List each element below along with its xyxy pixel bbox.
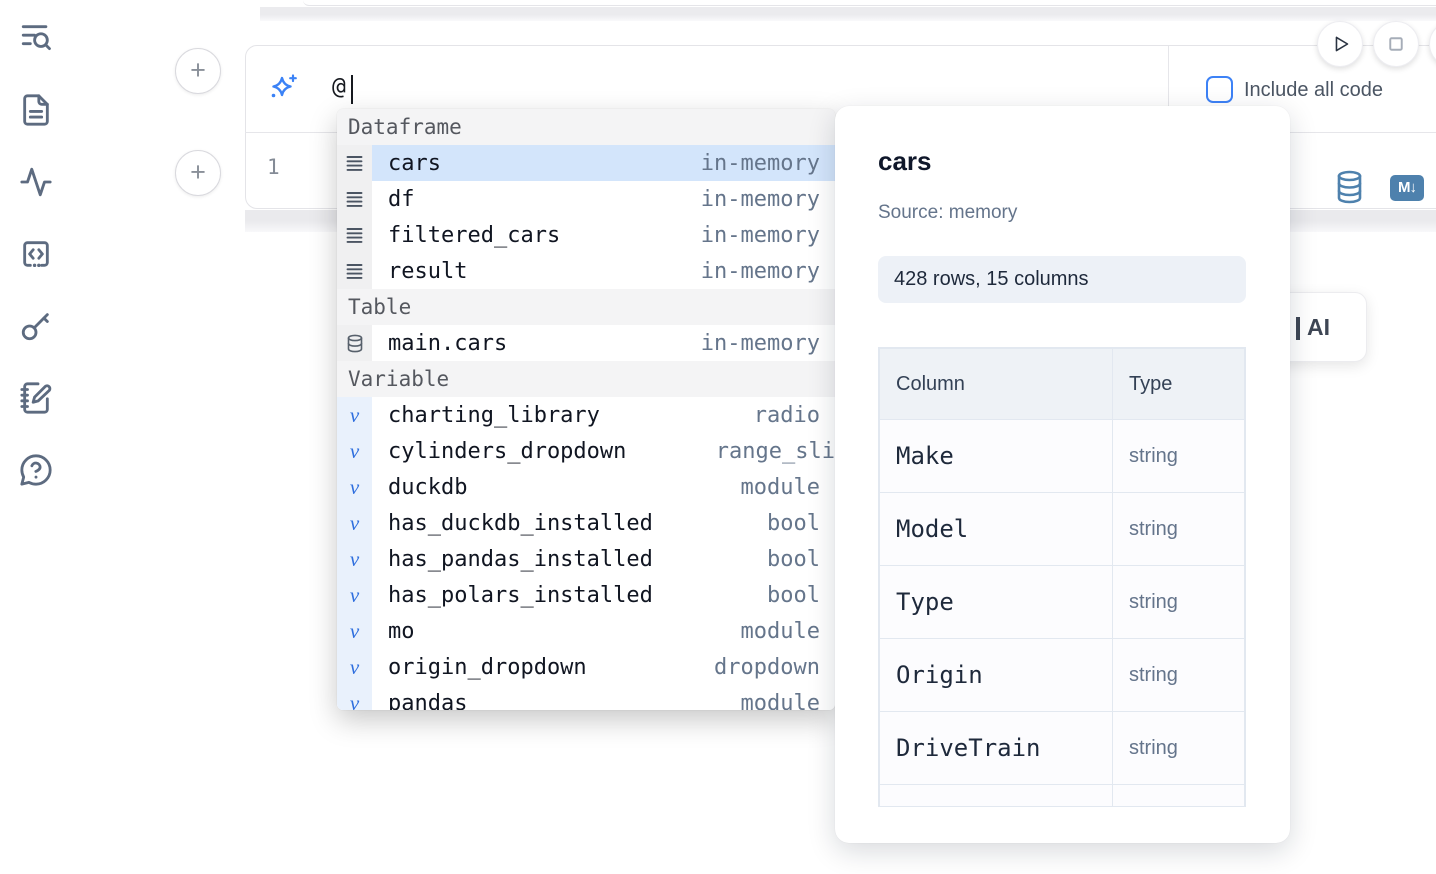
clipped-text-fragment	[1296, 317, 1300, 340]
text-caret	[351, 75, 353, 104]
key-icon[interactable]	[19, 309, 53, 343]
include-all-code-checkbox[interactable]	[1206, 76, 1233, 103]
line-number: 1	[267, 155, 280, 179]
markdown-icon[interactable]: M↓	[1390, 175, 1424, 201]
completion-section-header: Dataframe	[337, 109, 835, 145]
dataframe-rows-icon	[337, 253, 372, 289]
preview-title: cars	[878, 146, 932, 176]
ai-prompt-input[interactable]: @	[332, 74, 346, 100]
previous-cell-edge	[303, 0, 1436, 6]
document-icon[interactable]	[19, 93, 53, 127]
completion-section-header: Variable	[337, 361, 835, 397]
dataframe-rows-icon	[337, 217, 372, 253]
include-all-code-label: Include all code	[1244, 79, 1383, 101]
database-icon[interactable]	[1336, 170, 1363, 204]
dataframe-rows-icon	[337, 181, 372, 217]
play-icon	[1335, 36, 1349, 52]
dataframe-rows-icon	[337, 145, 372, 181]
variable-icon: v	[337, 433, 372, 469]
table-header-row: Column Type	[879, 348, 1245, 420]
variable-icon: v	[337, 685, 372, 710]
preview-shape-badge: 428 rows, 15 columns	[878, 256, 1246, 303]
table-row: Model string	[879, 492, 1245, 566]
ai-sparkles-icon	[267, 73, 299, 105]
variable-icon: v	[337, 469, 372, 505]
table-row: Type string	[879, 565, 1245, 639]
table-row: Origin string	[879, 638, 1245, 712]
variable-icon: v	[337, 649, 372, 685]
stop-icon	[1389, 37, 1403, 51]
list-search-icon[interactable]	[19, 21, 53, 55]
add-cell-above-button[interactable]: +	[175, 48, 221, 94]
add-cell-below-button[interactable]: +	[175, 150, 221, 196]
prompt-checkbox-divider	[1168, 46, 1169, 132]
variable-icon: v	[337, 541, 372, 577]
column-header: Column	[879, 348, 1113, 420]
previous-cell-shadow	[260, 7, 1436, 21]
preview-source: Source: memory	[878, 202, 1018, 223]
stop-button[interactable]	[1373, 21, 1419, 67]
activity-icon[interactable]	[19, 165, 53, 199]
dataframe-preview-panel: cars Source: memory 428 rows, 15 columns…	[835, 106, 1290, 843]
table-row-clipped	[879, 784, 1245, 806]
notebook-pen-icon[interactable]	[19, 381, 53, 415]
table-row: Make string	[879, 419, 1245, 493]
variable-icon: v	[337, 577, 372, 613]
ai-popover-label: AI	[1307, 314, 1330, 340]
preview-schema-table: Column Type Make string Model string Typ…	[878, 347, 1246, 807]
run-button[interactable]	[1317, 21, 1363, 67]
sidebar	[0, 0, 70, 874]
table-row: DriveTrain string	[879, 711, 1245, 785]
type-header: Type	[1112, 348, 1245, 420]
help-chat-icon[interactable]	[19, 453, 53, 487]
database-icon	[337, 325, 372, 361]
variable-icon: v	[337, 397, 372, 433]
variable-icon: v	[337, 613, 372, 649]
code-block-icon[interactable]	[19, 237, 53, 271]
variable-icon: v	[337, 505, 372, 541]
completion-section-header: Table	[337, 289, 835, 325]
